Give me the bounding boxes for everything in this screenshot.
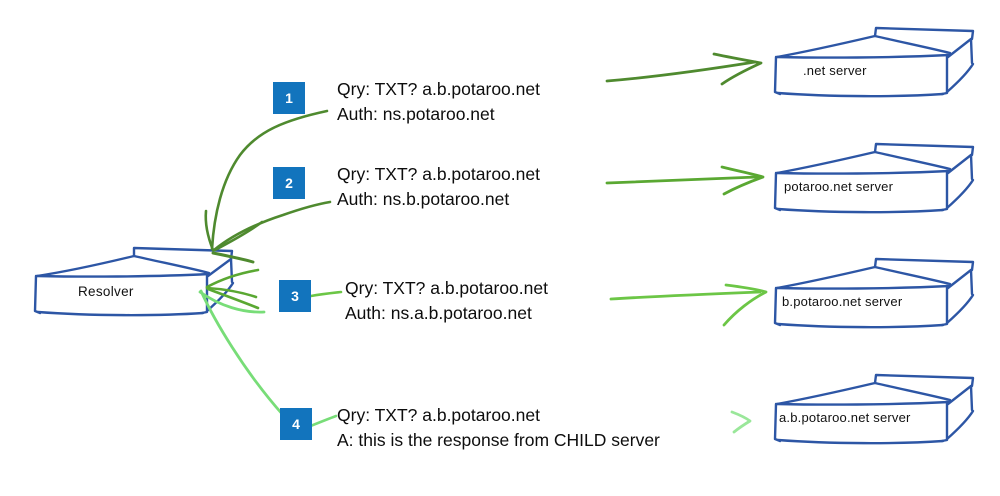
step-3-query-line: Qry: TXT? a.b.potaroo.net xyxy=(345,278,548,298)
curve-hub-stub-b xyxy=(211,251,255,264)
curve-step-2 xyxy=(212,200,332,252)
arrow-to-net-server xyxy=(605,52,763,86)
server-box-net xyxy=(773,26,975,98)
step-text-2: Qry: TXT? a.b.potaroo.net Auth: ns.b.pot… xyxy=(337,162,540,212)
server-label-net: .net server xyxy=(803,63,867,78)
step-badge-3[interactable]: 3 xyxy=(279,280,311,312)
arrow-to-potaroo-server xyxy=(605,165,765,196)
arrow-to-a-b-potaroo-server xyxy=(730,410,752,434)
step-3-auth-line: Auth: ns.a.b.potaroo.net xyxy=(345,303,532,323)
step-1-auth-line: Auth: ns.potaroo.net xyxy=(337,104,495,124)
server-box-b-potaroo xyxy=(773,257,975,329)
server-label-a-b-potaroo: a.b.potaroo.net server xyxy=(779,410,911,425)
curve-step-1 xyxy=(210,109,329,251)
server-box-a-b-potaroo xyxy=(773,373,975,445)
step-2-query-line: Qry: TXT? a.b.potaroo.net xyxy=(337,164,540,184)
resolver-label: Resolver xyxy=(78,284,134,299)
step-badge-4[interactable]: 4 xyxy=(280,408,312,440)
curve-step-4-tail xyxy=(306,414,338,429)
step-4-answer-line: A: this is the response from CHILD serve… xyxy=(337,430,660,450)
server-label-potaroo: potaroo.net server xyxy=(784,179,894,194)
step-badge-1[interactable]: 1 xyxy=(273,82,305,114)
resolver-box xyxy=(33,246,235,317)
step-text-3: Qry: TXT? a.b.potaroo.net Auth: ns.a.b.p… xyxy=(345,276,548,326)
curve-hub-stub-a xyxy=(204,209,215,252)
step-badge-2[interactable]: 2 xyxy=(273,167,305,199)
step-2-auth-line: Auth: ns.b.potaroo.net xyxy=(337,189,510,209)
step-1-query-line: Qry: TXT? a.b.potaroo.net xyxy=(337,79,540,99)
curve-step-3 xyxy=(205,268,260,310)
step-4-query-line: Qry: TXT? a.b.potaroo.net xyxy=(337,405,540,425)
curve-step-3-tail xyxy=(309,290,343,298)
server-label-b-potaroo: b.potaroo.net server xyxy=(782,294,903,309)
server-box-potaroo xyxy=(773,142,975,214)
step-text-1: Qry: TXT? a.b.potaroo.net Auth: ns.potar… xyxy=(337,77,540,127)
curve-step-4 xyxy=(198,289,285,417)
arrow-to-b-potaroo-server xyxy=(609,283,768,327)
step-text-4: Qry: TXT? a.b.potaroo.net A: this is the… xyxy=(337,403,660,453)
